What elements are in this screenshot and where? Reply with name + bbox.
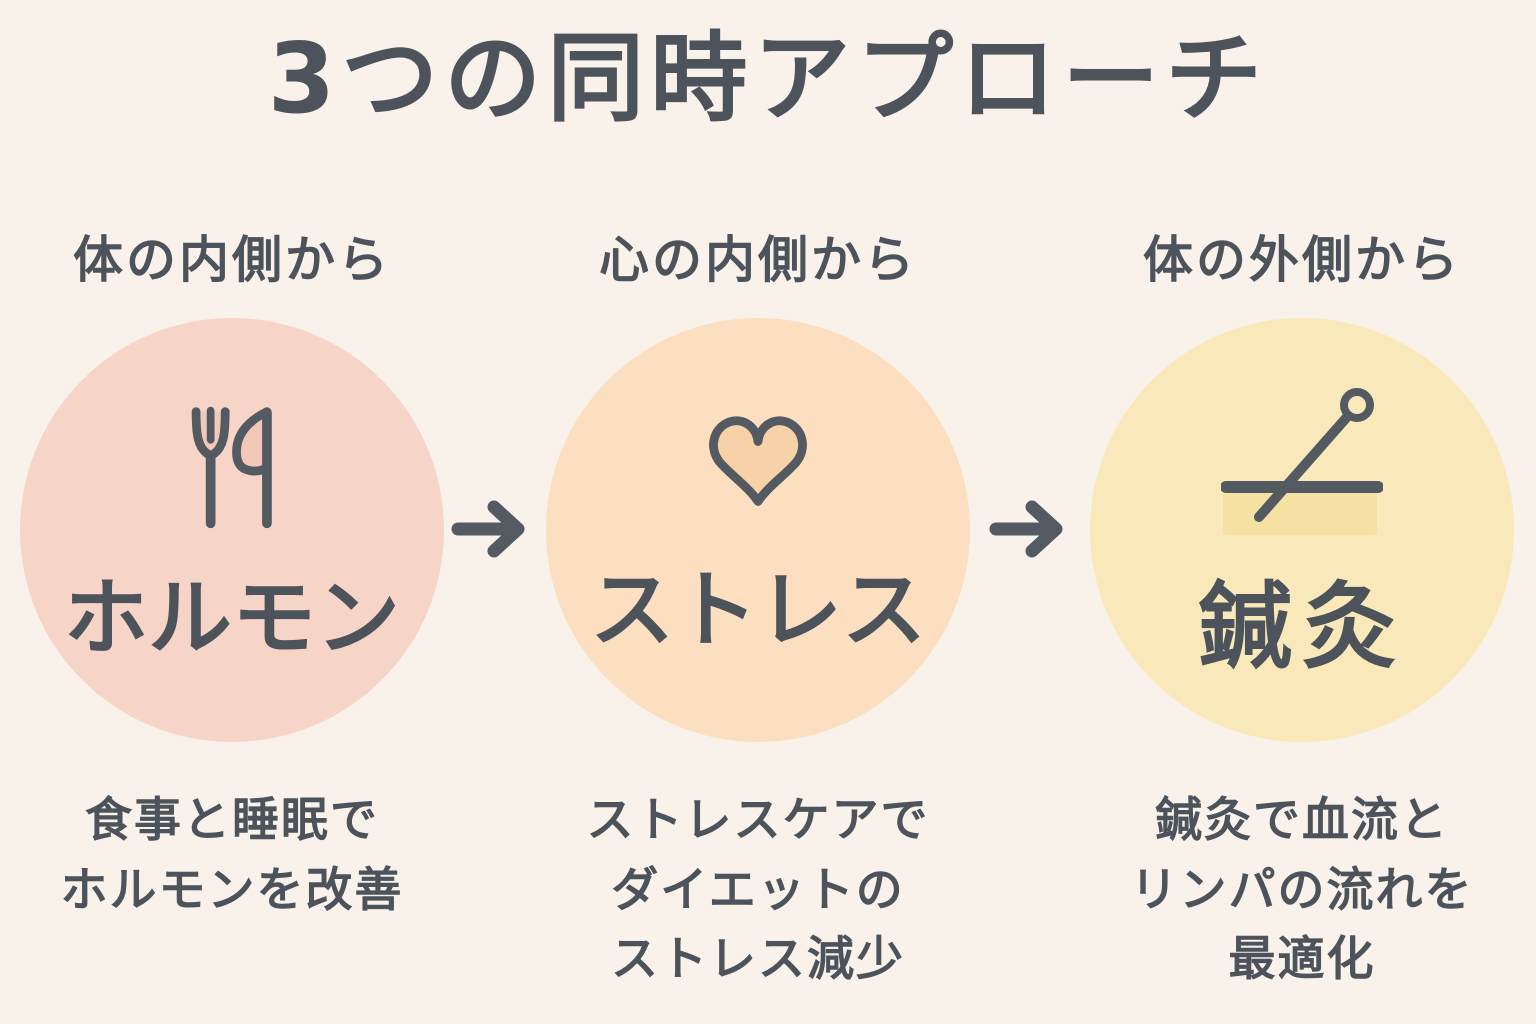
caption-line: ストレス減少	[611, 932, 905, 988]
arrow-right-icon	[451, 500, 525, 558]
caption-line: 鍼灸で血流と	[1155, 793, 1449, 848]
caption-line: リンパの流れを	[1130, 862, 1474, 918]
heart-icon	[709, 416, 807, 506]
step-acupuncture-caption: 鍼灸で血流と リンパの流れを 最適化	[1131, 786, 1474, 995]
step-hormone-circle: ホルモン	[20, 318, 444, 742]
step-hormone-keyword: ホルモン	[63, 569, 400, 667]
step-acupuncture: 体の外側から 鍼灸 鍼灸で血流と リンパの流れを 最適化	[1084, 230, 1520, 995]
step-stress-caption: ストレスケアで ダイエットの ストレス減少	[587, 786, 930, 995]
step-acupuncture-keyword: 鍼灸	[1197, 573, 1406, 682]
step-stress-keyword: ストレス	[589, 561, 926, 659]
step-acupuncture-circle: 鍼灸	[1090, 318, 1514, 742]
caption-line: ストレスケアで	[586, 793, 930, 848]
step-hormone: 体の内側から ホルモン 食事と睡眠で ホルモンを改善	[14, 230, 450, 925]
step-stress: 心の内側から ストレス ストレスケアで ダイエットの ストレス減少	[540, 230, 976, 995]
caption-line: 食事と睡眠で	[85, 793, 379, 848]
step-acupuncture-label: 体の外側から	[1143, 231, 1461, 289]
fork-knife-icon	[191, 406, 272, 529]
step-stress-circle: ストレス	[546, 318, 970, 742]
acupuncture-needle-icon	[1221, 388, 1383, 535]
step-stress-label: 心の内側から	[599, 231, 917, 289]
arrow-right-icon	[989, 500, 1063, 558]
step-hormone-caption: 食事と睡眠で ホルモンを改善	[61, 786, 404, 925]
step-hormone-label: 体の内側から	[73, 231, 391, 289]
caption-line: ホルモンを改善	[60, 862, 404, 918]
caption-line: 最適化	[1228, 932, 1376, 988]
caption-line: ダイエットの	[611, 862, 905, 918]
page-title: 3つの同時アプローチ	[267, 22, 1269, 135]
